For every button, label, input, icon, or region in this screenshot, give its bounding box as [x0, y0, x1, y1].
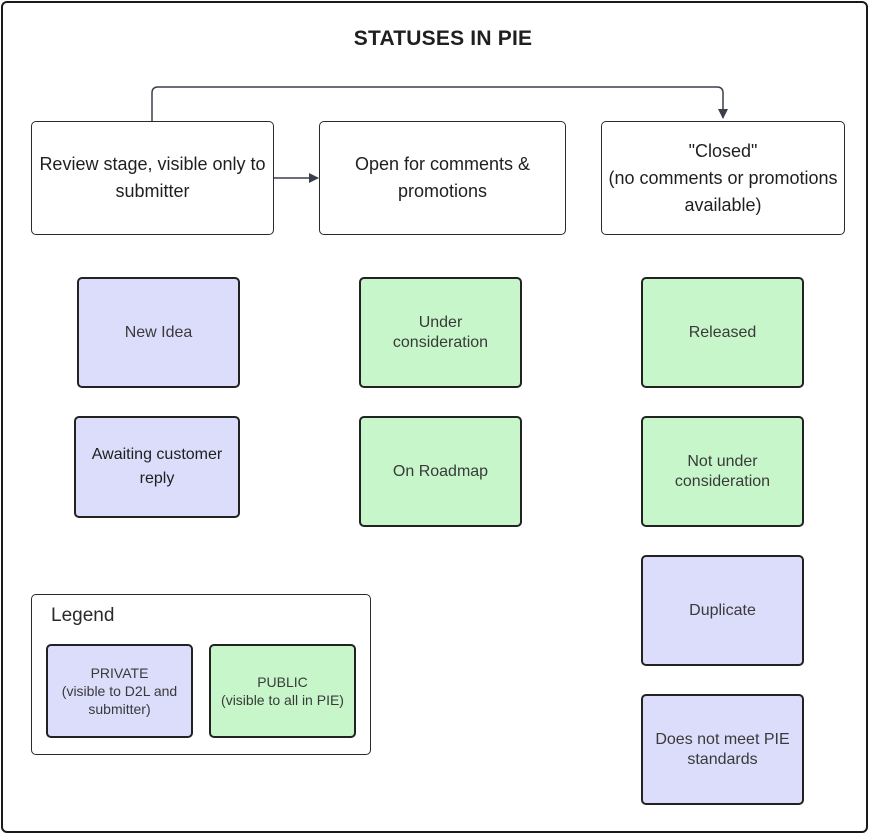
status-awaiting-customer-reply: Awaiting customer reply [74, 416, 240, 518]
status-under-consideration: Under consideration [359, 277, 522, 388]
status-label: Not under consideration [674, 452, 771, 490]
status-label: Duplicate [689, 601, 756, 619]
stage-open-box: Open for comments & promotions [319, 121, 566, 235]
legend-private-swatch: PRIVATE (visible to D2L and submitter) [46, 644, 193, 738]
review-to-closed-connector [151, 86, 728, 121]
stage-review-label: Review stage, visible only to submitter [39, 154, 266, 201]
status-label: Does not meet PIE standards [655, 730, 790, 768]
legend-title: Legend [51, 605, 115, 626]
legend-private-desc: (visible to D2L and submitter) [61, 683, 178, 717]
status-label: Under consideration [392, 313, 489, 351]
stage-closed-box: "Closed" (no comments or promotions avai… [601, 121, 845, 235]
status-label: Awaiting customer reply [91, 446, 223, 487]
legend-public-swatch: PUBLIC (visible to all in PIE) [209, 644, 356, 738]
status-duplicate: Duplicate [641, 555, 804, 666]
legend-private-label: PRIVATE [90, 665, 149, 681]
legend: Legend PRIVATE (visible to D2L and submi… [31, 594, 371, 755]
stage-open-label: Open for comments & promotions [354, 154, 531, 201]
status-label: New Idea [124, 323, 193, 341]
legend-public-desc: (visible to all in PIE) [221, 692, 344, 708]
status-label: On Roadmap [392, 462, 489, 480]
stage-closed-desc: (no comments or promotions available) [608, 167, 838, 215]
legend-public-label: PUBLIC [257, 674, 308, 690]
status-on-roadmap: On Roadmap [359, 416, 522, 527]
diagram-title: STATUSES IN PIE [353, 27, 533, 50]
status-not-under-consideration: Not under consideration [641, 416, 804, 527]
status-does-not-meet-pie-standards: Does not meet PIE standards [641, 694, 804, 805]
status-released: Released [641, 277, 804, 388]
stage-review-box: Review stage, visible only to submitter [31, 121, 274, 235]
stage-closed-title: "Closed" [688, 140, 758, 161]
status-new-idea: New Idea [77, 277, 240, 388]
status-label: Released [688, 323, 757, 341]
